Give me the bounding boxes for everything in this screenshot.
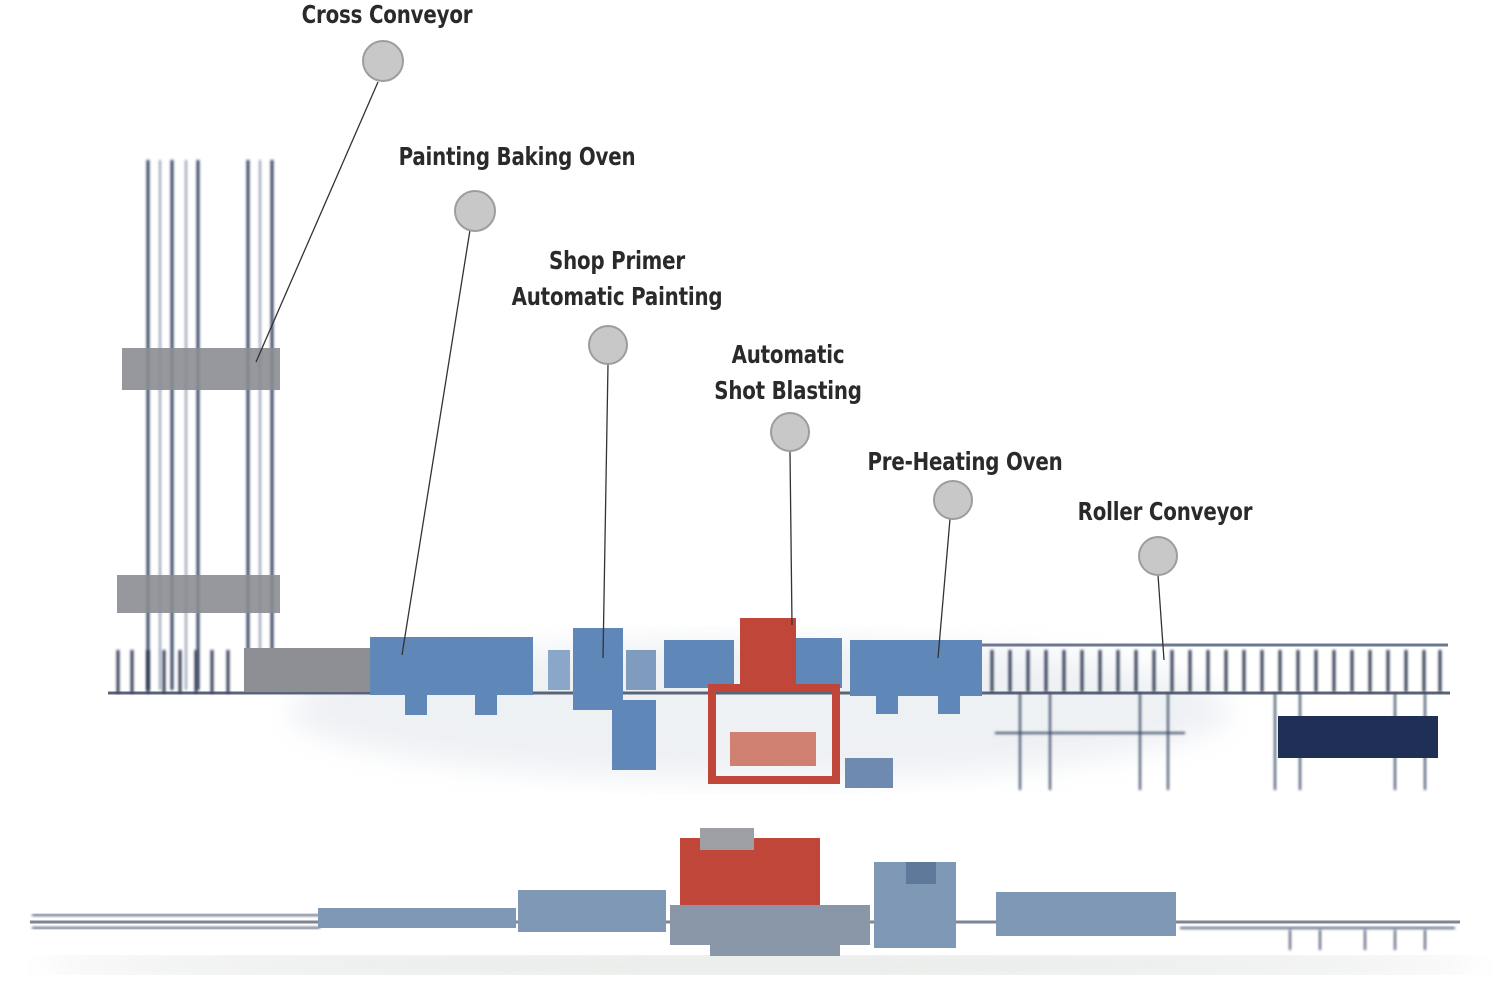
pre-heating-oven-unit: [850, 640, 982, 714]
label-line: Automatic Painting: [511, 282, 723, 311]
marker-cross-conveyor: [362, 40, 404, 82]
label-line: Pre-Heating Oven: [867, 447, 1063, 476]
label-line: Painting Baking Oven: [398, 142, 636, 171]
shot-blasting-unit: [664, 618, 893, 788]
side-elevation-view: [30, 828, 1460, 956]
roller-conveyor-section: [990, 650, 1442, 790]
painting-baking-oven-unit: [370, 637, 533, 715]
label-roller-conveyor: Roller Conveyor: [1078, 494, 1253, 530]
label-pre-heating-oven: Pre-Heating Oven: [867, 444, 1062, 480]
callout-markers: [362, 40, 1178, 576]
label-line: Automatic: [731, 340, 845, 369]
label-shop-primer-automatic-painting: Shop Primer Automatic Painting: [512, 243, 723, 315]
marker-shot-blasting: [770, 412, 810, 452]
cross-conveyor-upper-deck: [122, 348, 280, 390]
marker-shop-primer: [588, 325, 628, 365]
label-line: Cross Conveyor: [301, 0, 473, 29]
label-line: Roller Conveyor: [1077, 497, 1253, 526]
main-roller-line: [108, 643, 1450, 695]
transfer-table: [244, 648, 370, 692]
marker-pre-heating-oven: [933, 480, 973, 520]
callout-leaders: [255, 81, 1165, 661]
label-automatic-shot-blasting: Automatic Shot Blasting: [714, 337, 862, 409]
label-line: Shop Primer: [549, 246, 685, 275]
marker-roller-conveyor: [1138, 536, 1178, 576]
cross-conveyor-lower-deck: [117, 575, 280, 613]
label-painting-baking-oven: Painting Baking Oven: [399, 139, 636, 175]
label-line: Shot Blasting: [714, 376, 862, 405]
marker-painting-baking-oven: [454, 190, 496, 232]
label-cross-conveyor: Cross Conveyor: [302, 0, 473, 33]
shop-primer-painting-unit: [548, 628, 656, 770]
